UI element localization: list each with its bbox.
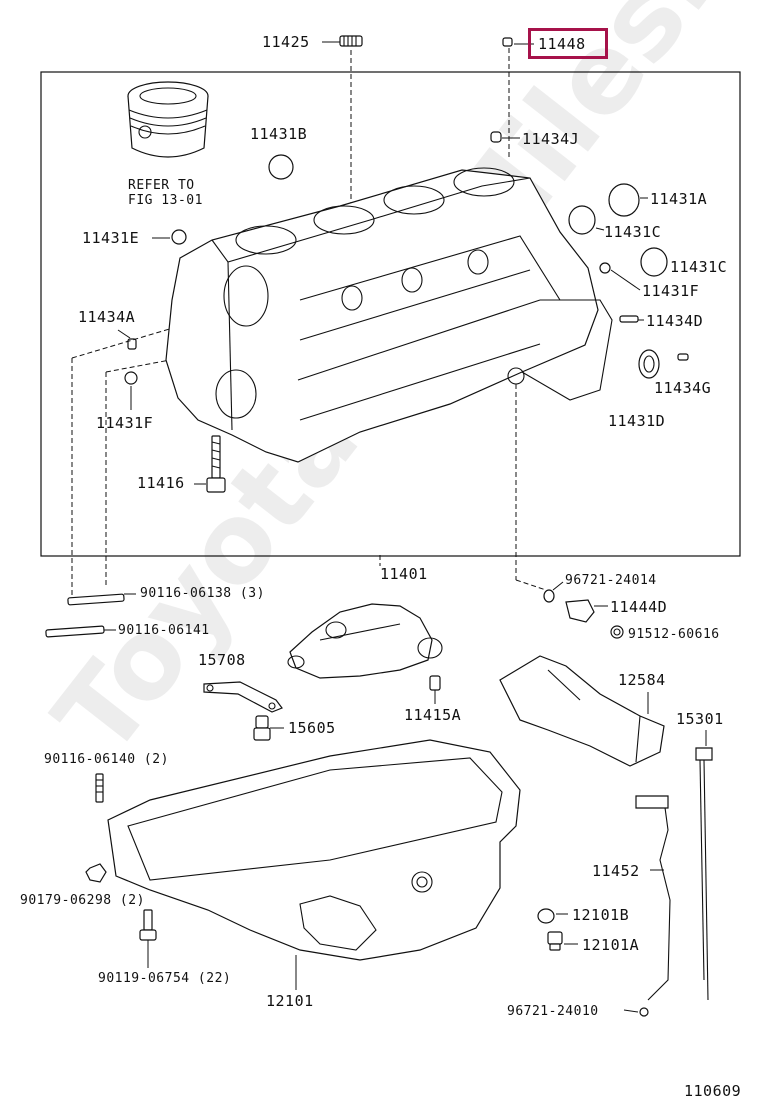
block-group-frame bbox=[40, 71, 741, 557]
label-11434J[interactable]: 11434J bbox=[522, 130, 580, 148]
label-11448[interactable]: 11448 bbox=[538, 35, 586, 53]
piston-drawing bbox=[127, 81, 209, 158]
nut-90179-drawing bbox=[85, 863, 107, 883]
figure-number: 110609 bbox=[684, 1082, 742, 1100]
bolt-15605-drawing bbox=[253, 715, 284, 741]
bolt-90119-drawing bbox=[139, 909, 157, 968]
studs-90116-drawing bbox=[45, 593, 136, 638]
label-11425[interactable]: 11425 bbox=[262, 33, 310, 51]
label-11431F-right[interactable]: 11431F bbox=[642, 282, 700, 300]
label-91512-60616[interactable]: 91512-60616 bbox=[628, 627, 720, 642]
label-12101[interactable]: 12101 bbox=[266, 992, 314, 1010]
label-12584[interactable]: 12584 bbox=[618, 671, 666, 689]
plug-11431E-drawing bbox=[152, 229, 187, 245]
oil-strainer-drawing bbox=[287, 603, 443, 679]
label-11416[interactable]: 11416 bbox=[137, 474, 185, 492]
plug-11431F-left-drawing bbox=[124, 371, 138, 385]
cups-11431-drawing bbox=[568, 183, 668, 291]
label-11431C-2[interactable]: 11431C bbox=[670, 258, 728, 276]
bolt-11416-drawing bbox=[194, 435, 226, 493]
oil-pan-12101-drawing bbox=[107, 739, 521, 990]
label-11434G[interactable]: 11434G bbox=[654, 379, 712, 397]
label-12101B[interactable]: 12101B bbox=[572, 906, 630, 924]
label-90116-06141[interactable]: 90116-06141 bbox=[118, 623, 210, 638]
label-11431C-1[interactable]: 11431C bbox=[604, 223, 662, 241]
highlight-box bbox=[528, 28, 608, 59]
stud-11425-drawing bbox=[322, 35, 363, 210]
label-11431A[interactable]: 11431A bbox=[650, 190, 708, 208]
pin-11434G-drawing bbox=[677, 353, 689, 361]
label-11431B[interactable]: 11431B bbox=[250, 125, 308, 143]
label-96721-24014[interactable]: 96721-24014 bbox=[565, 573, 657, 588]
label-11434A[interactable]: 11434A bbox=[78, 308, 136, 326]
dipstick-15301-drawing bbox=[695, 730, 713, 1001]
label-11431D[interactable]: 11431D bbox=[608, 412, 666, 430]
label-11401[interactable]: 11401 bbox=[380, 565, 428, 583]
bolt-11415A-drawing bbox=[429, 675, 441, 704]
refer-note-line1: REFER TO bbox=[128, 178, 195, 193]
label-96721-24010[interactable]: 96721-24010 bbox=[507, 1004, 599, 1019]
plug-11431B-drawing bbox=[268, 154, 294, 180]
oil-parts-11444D-drawing bbox=[543, 581, 624, 639]
label-11415A[interactable]: 11415A bbox=[404, 706, 462, 724]
guide-11452-drawing bbox=[623, 795, 671, 1017]
label-15301[interactable]: 15301 bbox=[676, 710, 724, 728]
stud-90116-06140-drawing bbox=[95, 773, 104, 803]
label-11431E[interactable]: 11431E bbox=[82, 229, 140, 247]
bracket-15708-drawing bbox=[203, 681, 283, 713]
plug-11434J-drawing bbox=[490, 131, 520, 143]
label-12101A[interactable]: 12101A bbox=[582, 936, 640, 954]
cylinder-block-drawing bbox=[165, 167, 613, 591]
label-11434D[interactable]: 11434D bbox=[646, 312, 704, 330]
label-90119-06754[interactable]: 90119-06754 (22) bbox=[98, 971, 232, 986]
label-15605[interactable]: 15605 bbox=[288, 719, 336, 737]
pin-11434D-drawing bbox=[619, 315, 644, 323]
label-90116-06140[interactable]: 90116-06140 (2) bbox=[44, 752, 169, 767]
label-11452[interactable]: 11452 bbox=[592, 862, 640, 880]
seal-11431D-drawing bbox=[638, 349, 660, 379]
label-15708[interactable]: 15708 bbox=[198, 651, 246, 669]
refer-note-line2[interactable]: FIG 13-01 bbox=[128, 193, 203, 208]
label-90116-06138[interactable]: 90116-06138 (3) bbox=[140, 586, 265, 601]
label-11444D[interactable]: 11444D bbox=[610, 598, 668, 616]
label-90179-06298[interactable]: 90179-06298 (2) bbox=[20, 893, 145, 908]
label-11431F-left[interactable]: 11431F bbox=[96, 414, 154, 432]
drain-plug-12101-drawing bbox=[537, 908, 578, 951]
baffle-12584-drawing bbox=[499, 655, 665, 767]
